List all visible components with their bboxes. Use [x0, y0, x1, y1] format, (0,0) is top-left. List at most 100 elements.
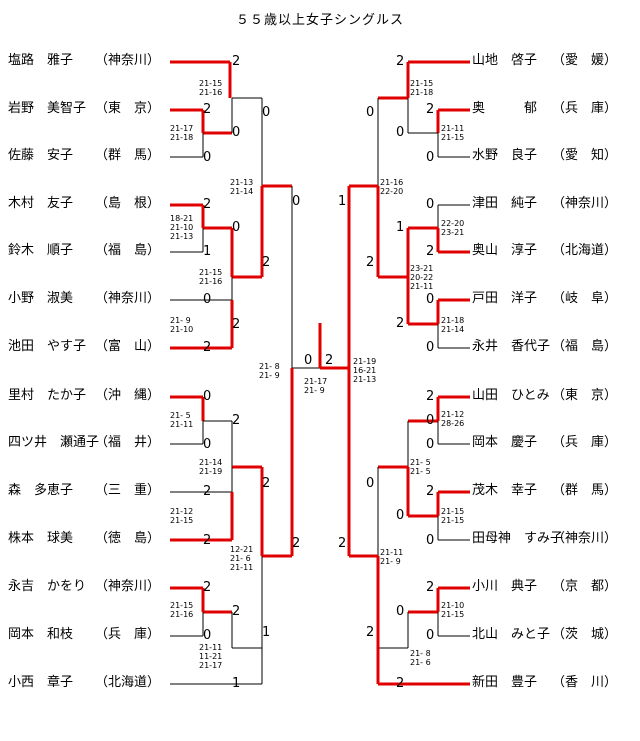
- player-name: 山地 啓子: [472, 53, 538, 68]
- score: 2: [203, 102, 212, 117]
- player-name: 山田 ひとみ: [472, 388, 550, 403]
- player-name: 津田 純子: [472, 196, 538, 211]
- score: 0: [232, 220, 241, 235]
- player-affiliation: （愛 知）: [552, 148, 618, 163]
- score: 2: [366, 255, 375, 270]
- score: 0: [292, 194, 301, 209]
- game-score: 21-12 21-15: [170, 507, 194, 525]
- player-name: 鈴木 順子: [8, 243, 74, 258]
- game-score: 18-21 21-10 21-13: [170, 214, 194, 241]
- game-score: 21-17 21- 9: [304, 377, 328, 395]
- player-affiliation: （北海道）: [95, 675, 161, 690]
- player-affiliation: （神奈川）: [95, 291, 161, 306]
- score: 2: [426, 580, 435, 595]
- player-name: 森 多恵子: [8, 483, 74, 498]
- player-name: 岡本 和枝: [8, 627, 74, 642]
- page-title: ５５歳以上女子シングルス: [235, 13, 404, 28]
- player-affiliation: （東 京）: [552, 388, 618, 403]
- player-affiliation: （北海道）: [552, 243, 618, 258]
- score: 0: [203, 292, 212, 307]
- score: 2: [396, 676, 405, 691]
- score: 0: [426, 150, 435, 165]
- player-name: 奥 郁: [472, 101, 538, 116]
- player-name: 小野 淑美: [8, 291, 74, 306]
- game-score: 21-16 22-20: [380, 178, 404, 196]
- score: 0: [426, 340, 435, 355]
- score: 2: [232, 54, 241, 69]
- player-name: 田母神 すみ子: [472, 531, 564, 546]
- player-name: 北山 みと子: [472, 627, 551, 642]
- score: 2: [203, 533, 212, 548]
- score: 0: [203, 150, 212, 165]
- game-score: 21- 8 21- 9: [259, 362, 280, 380]
- score: 1: [232, 676, 241, 691]
- game-score: 21- 9 21-10: [170, 316, 194, 334]
- score: 2: [338, 536, 347, 551]
- player-affiliation: （神奈川）: [552, 196, 618, 211]
- game-score: 21- 5 21- 5: [410, 458, 431, 476]
- score: 0: [232, 125, 241, 140]
- player-name: 茂木 幸子: [472, 483, 538, 498]
- game-score: 21-15 21-16: [199, 268, 223, 286]
- score: 0: [426, 197, 435, 212]
- player-affiliation: （神奈川）: [552, 531, 618, 546]
- score: 0: [426, 292, 435, 307]
- score: 0: [203, 628, 212, 643]
- score: 0: [426, 437, 435, 452]
- score: 0: [203, 437, 212, 452]
- player-name: 佐藤 安子: [8, 148, 74, 163]
- score: 2: [426, 484, 435, 499]
- player-name: 四ツ井 瀬通子: [8, 435, 100, 450]
- game-score: 12-21 21- 6 21-11: [230, 545, 254, 572]
- game-score: 21-15 21-15: [441, 507, 465, 525]
- player-name: 永吉 かをり: [8, 579, 87, 594]
- game-score: 21- 8 21- 6: [410, 649, 431, 667]
- final-score-left: 0: [304, 353, 313, 368]
- score: 2: [426, 244, 435, 259]
- player-affiliation: （群 馬）: [552, 483, 618, 498]
- score: 2: [262, 476, 271, 491]
- game-score: 21-10 21-15: [441, 601, 465, 619]
- player-affiliation: （神奈川）: [95, 53, 161, 68]
- score: 1: [262, 625, 271, 640]
- score: 1: [338, 194, 347, 209]
- score: 2: [262, 255, 271, 270]
- score: 0: [426, 628, 435, 643]
- final-score-right: 2: [325, 353, 334, 368]
- game-score: 21-12 28-26: [441, 410, 465, 428]
- player-name: 永井 香代子: [472, 339, 551, 354]
- game-score: 22-20 23-21: [441, 219, 465, 237]
- player-name: 岡本 慶子: [472, 435, 538, 450]
- score: 2: [396, 316, 405, 331]
- game-score: 21-15 21-16: [170, 601, 194, 619]
- game-score: 21-11 21-15: [441, 124, 465, 142]
- score: 2: [426, 389, 435, 404]
- player-affiliation: （兵 庫）: [552, 435, 618, 450]
- score: 0: [262, 105, 271, 120]
- game-score: 21-14 21-19: [199, 458, 223, 476]
- player-name: 池田 やす子: [8, 339, 87, 354]
- game-score: 21-19 16-21 21-13: [353, 357, 377, 384]
- player-affiliation: （三 重）: [95, 483, 161, 498]
- score: 0: [396, 508, 405, 523]
- player-affiliation: （兵 庫）: [95, 627, 161, 642]
- player-affiliation: （福 井）: [95, 435, 161, 450]
- score: 2: [232, 317, 241, 332]
- score: 2: [426, 102, 435, 117]
- game-score: 23-21 20-22 21-11: [410, 264, 434, 291]
- player-name: 木村 友子: [8, 196, 74, 211]
- player-name: 小川 典子: [472, 579, 538, 594]
- player-affiliation: （兵 庫）: [552, 101, 618, 116]
- score: 2: [203, 484, 212, 499]
- player-name: 小西 章子: [8, 675, 74, 690]
- score: 1: [203, 244, 212, 259]
- player-affiliation: （島 根）: [95, 196, 161, 211]
- score: 2: [203, 340, 212, 355]
- game-score: 21-17 21-18: [170, 124, 194, 142]
- game-score: 21-18 21-14: [441, 316, 465, 334]
- player-affiliation: （富 山）: [95, 339, 161, 354]
- player-affiliation: （神奈川）: [95, 579, 161, 594]
- player-name: 塩路 雅子: [8, 53, 74, 68]
- game-score: 21-15 21-18: [410, 79, 434, 97]
